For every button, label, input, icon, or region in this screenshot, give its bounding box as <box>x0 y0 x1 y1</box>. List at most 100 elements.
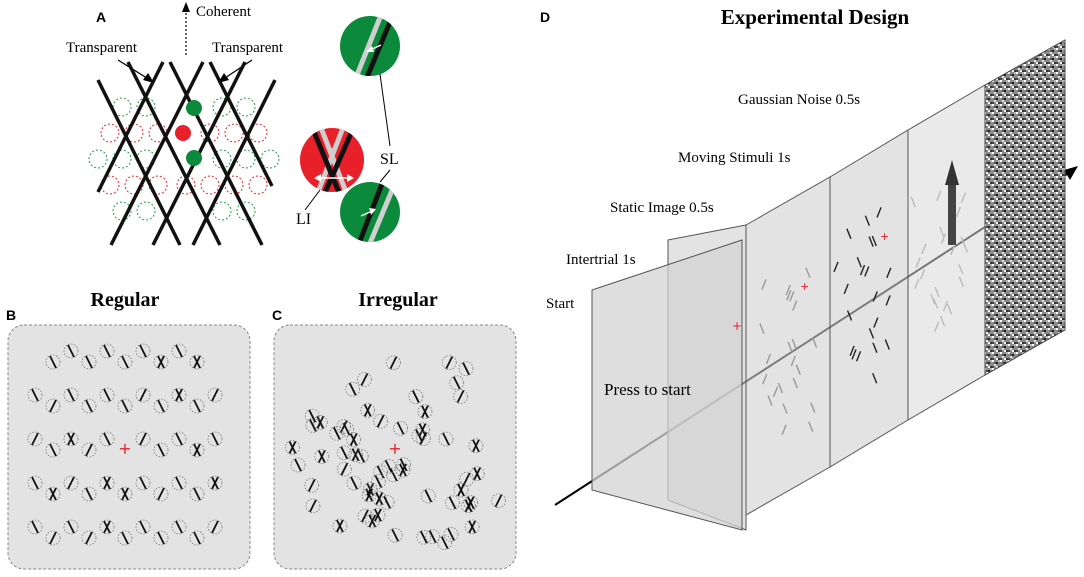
bar <box>193 399 201 413</box>
bar <box>103 432 111 446</box>
aperture <box>304 408 320 424</box>
bar <box>375 492 384 505</box>
stimulus-mark <box>876 207 882 218</box>
bar <box>139 344 147 358</box>
bar <box>316 415 325 429</box>
aperture <box>379 494 395 510</box>
fixation-cross: + <box>388 439 401 458</box>
aperture <box>449 375 465 391</box>
stimulus-mark <box>787 341 793 353</box>
panel-d-letter: D <box>540 9 550 25</box>
stimulus-mark <box>873 317 879 328</box>
panel-b-letter: B <box>6 307 16 323</box>
svg-text:+: + <box>880 230 889 243</box>
aperture <box>441 355 457 371</box>
bar <box>462 362 470 376</box>
aperture <box>207 519 223 535</box>
bar <box>384 459 393 473</box>
bar <box>391 528 399 542</box>
stimulus-mark <box>765 353 772 364</box>
aperture <box>362 481 378 497</box>
stimulus-mark <box>843 283 849 295</box>
aperture <box>135 519 151 535</box>
bar <box>424 489 433 503</box>
aperture <box>357 372 372 387</box>
aperture <box>336 461 352 477</box>
stimulus-mark <box>872 342 878 354</box>
transparent-right-label: Transparent <box>212 40 284 56</box>
bar <box>49 399 57 413</box>
bar <box>31 388 39 402</box>
aperture <box>81 398 97 414</box>
bar <box>139 520 147 534</box>
bar <box>85 399 93 413</box>
bar <box>67 520 75 534</box>
aperture <box>371 491 387 506</box>
bar <box>340 446 348 460</box>
aperture <box>346 432 362 447</box>
aperture <box>27 387 43 403</box>
bar <box>49 355 57 369</box>
aperture <box>425 529 441 545</box>
aperture <box>305 417 321 433</box>
aperture <box>304 478 320 493</box>
aperture <box>45 486 61 502</box>
aperture <box>153 354 169 370</box>
bar <box>340 462 349 476</box>
stimulus-display-regular <box>7 324 251 570</box>
aperture <box>491 493 506 509</box>
transparent-right-arrow <box>221 59 253 81</box>
bar <box>49 443 57 457</box>
stimulus-mark <box>759 323 765 334</box>
bar <box>85 443 93 457</box>
aperture <box>63 387 79 403</box>
aperture <box>135 475 151 491</box>
aperture <box>27 519 43 535</box>
bar <box>396 421 405 435</box>
aperture <box>305 498 321 514</box>
aperture <box>314 449 330 464</box>
stimulus-mark <box>868 328 875 339</box>
aperture <box>458 361 474 377</box>
plane-static-image: + <box>745 176 831 516</box>
fixation-cross: + <box>118 439 131 458</box>
bar <box>157 531 165 545</box>
bar <box>67 432 75 446</box>
bar <box>31 520 39 534</box>
aperture <box>285 440 300 455</box>
stimulus-mark <box>919 268 926 280</box>
bar <box>366 482 375 496</box>
stimulus-mark <box>921 243 927 255</box>
aperture <box>189 354 205 370</box>
stimulus-mark <box>772 386 779 398</box>
stimulus-mark <box>933 321 940 333</box>
bar <box>175 388 183 402</box>
aperture <box>153 530 169 546</box>
stimulus-mark <box>932 298 939 309</box>
stimulus-mark <box>930 293 936 305</box>
aperture <box>81 486 97 502</box>
stimulus-mark <box>955 206 961 218</box>
plane-noise-window <box>907 84 986 421</box>
svg-text:+: + <box>732 319 742 333</box>
stimulus-mark <box>884 339 890 350</box>
aperture <box>345 381 361 397</box>
aperture <box>117 398 133 414</box>
transparent-left-label: Transparent <box>66 40 138 56</box>
aperture <box>81 530 97 546</box>
stimulus-mark <box>886 267 892 279</box>
li-label: LI <box>296 211 311 228</box>
stimulus-mark <box>885 295 891 306</box>
aperture <box>63 475 79 491</box>
bar <box>332 426 341 440</box>
aperture <box>99 519 115 535</box>
bar <box>139 388 147 402</box>
aperture <box>117 530 133 546</box>
aperture <box>453 482 469 498</box>
bar <box>157 399 165 413</box>
coherent-label: Coherent <box>196 4 252 20</box>
bar <box>360 373 369 386</box>
bar <box>374 475 383 488</box>
bar <box>157 487 165 501</box>
aperture <box>135 387 151 403</box>
